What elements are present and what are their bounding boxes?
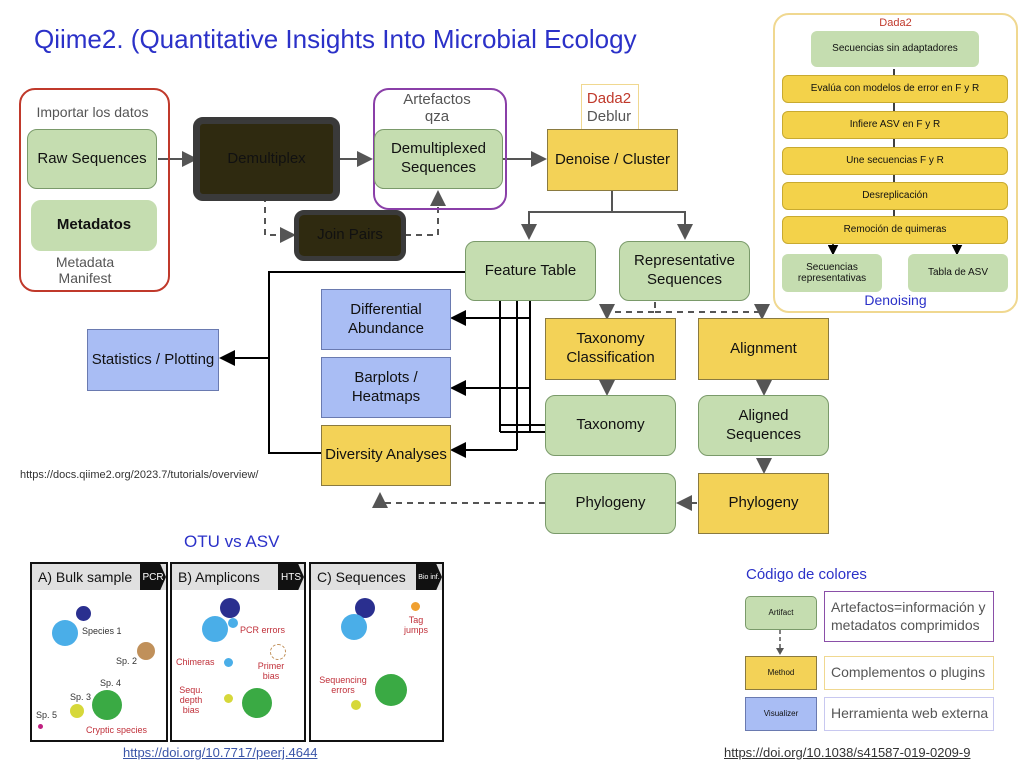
amplicon-dot [242, 688, 272, 718]
dada2-step-adaptadores: Secuencias sin adaptadores [811, 31, 979, 67]
legend-visualizer-key: Visualizer [745, 697, 817, 731]
barplots-heatmaps-node[interactable]: Barplots / Heatmaps [321, 357, 451, 418]
denoise-cluster-node[interactable]: Denoise / Cluster [547, 129, 678, 191]
bulk-sample-panel: A) Bulk sample PCR Species 1 Sp. 2 Sp. 3… [30, 562, 168, 742]
peerj-link[interactable]: https://doi.org/10.7717/peerj.4644 [123, 745, 318, 760]
statistics-plotting-node[interactable]: Statistics / Plotting [87, 329, 219, 391]
diversity-analyses-node[interactable]: Diversity Analyses [321, 425, 451, 486]
pcr-errors-label: PCR errors [240, 625, 286, 635]
sequence-dot [341, 614, 367, 640]
representative-sequences-node[interactable]: Representative Sequences [619, 241, 750, 301]
species-label: Sp. 2 [116, 656, 138, 666]
dada2-step-merge: Une secuencias F y R [782, 147, 1008, 175]
nature-biotech-link[interactable]: https://doi.org/10.1038/s41587-019-0209-… [724, 745, 971, 760]
pcr-tag: PCR [140, 564, 166, 590]
dada2-step-chimera-removal: Remoción de quimeras [782, 216, 1008, 244]
sequences-panel: C) Sequences Bio inf. Tag jumps Sequenci… [309, 562, 444, 742]
sequence-dot [351, 700, 361, 710]
species-dot [76, 606, 91, 621]
phylogeny-artifact-node[interactable]: Phylogeny [545, 473, 676, 534]
cryptic-species-label: Cryptic species [86, 725, 148, 735]
bioinf-tag: Bio inf. [416, 564, 442, 590]
aligned-sequences-node[interactable]: Aligned Sequences [698, 395, 829, 456]
differential-abundance-node[interactable]: Differential Abundance [321, 289, 451, 350]
metadata-manifest-label: Metadata Manifest [55, 254, 115, 287]
legend-title: Código de colores [746, 566, 867, 583]
taxonomy-node[interactable]: Taxonomy [545, 395, 676, 456]
source-url: https://docs.qiime2.org/2023.7/tutorials… [20, 469, 259, 481]
sequencing-errors-label: Sequencing errors [319, 675, 367, 695]
otu-asv-title: OTU vs ASV [184, 532, 280, 551]
legend-visualizer-desc: Herramienta web externa [824, 697, 994, 731]
dada2-step-infer-asv: Infiere ASV en F y R [782, 111, 1008, 139]
legend-artifact-desc: Artefactos=información y metadatos compr… [824, 591, 994, 642]
species-dot [52, 620, 78, 646]
import-label: Importar los datos [36, 104, 149, 120]
amplicon-dot [270, 644, 286, 660]
species-dot [137, 642, 155, 660]
species-dot [38, 724, 43, 729]
primer-bias-label: Primer bias [257, 661, 285, 681]
demultiplex-node[interactable]: Demultiplex [193, 117, 340, 201]
dada2-out-representative: Secuencias representativas [782, 254, 882, 292]
deblur-tag: Deblur [586, 108, 632, 125]
join-pairs-node[interactable]: Join Pairs [294, 210, 406, 261]
raw-sequences-node[interactable]: Raw Sequences [27, 129, 157, 189]
amplicon-dot [202, 616, 228, 642]
dada2-tag: Dada2 [586, 90, 632, 107]
amplicon-dot [228, 618, 238, 628]
amplicon-dot [224, 694, 233, 703]
dada2-out-asv-table: Tabla de ASV [908, 254, 1008, 292]
alignment-node[interactable]: Alignment [698, 318, 829, 380]
legend-method-desc: Complementos o plugins [824, 656, 994, 690]
dada2-panel-footer: Denoising [864, 292, 927, 308]
hts-tag: HTS [278, 564, 304, 590]
species-dot [92, 690, 122, 720]
page-title: Qiime2. (Quantitative Insights Into Micr… [34, 24, 637, 54]
species-label: Sp. 4 [100, 678, 122, 688]
dada2-step-error-model: Evalúa con modelos de error en F y R [782, 75, 1008, 103]
species-label: Species 1 [82, 626, 122, 636]
amplicon-dot [224, 658, 233, 667]
sequence-dot [375, 674, 407, 706]
species-label: Sp. 5 [36, 710, 58, 720]
dada2-panel [773, 13, 1018, 313]
import-group [19, 88, 170, 292]
amplicons-panel: B) Amplicons HTS PCR errors Chimeras Pri… [170, 562, 306, 742]
amplicon-dot [220, 598, 240, 618]
sequence-dot [411, 602, 420, 611]
metadatos-node[interactable]: Metadatos [31, 200, 157, 251]
dada2-step-dereplication: Desreplicación [782, 182, 1008, 210]
legend-connector [776, 630, 784, 655]
phylogeny-method-node[interactable]: Phylogeny [698, 473, 829, 534]
species-label: Sp. 3 [70, 692, 92, 702]
taxonomy-classification-node[interactable]: Taxonomy Classification [545, 318, 676, 380]
artefactos-qza-label: Artefactos qza [403, 91, 471, 126]
dada2-panel-title: Dada2 [879, 17, 912, 29]
species-dot [70, 704, 84, 718]
legend-method-key: Method [745, 656, 817, 690]
sequencing-depth-bias-label: Sequ. depth bias [179, 685, 203, 715]
demultiplexed-sequences-node[interactable]: Demultiplexed Sequences [374, 129, 503, 189]
chimeras-label: Chimeras [176, 657, 215, 667]
legend-artifact-key: Artifact [745, 596, 817, 630]
sequence-dot [355, 598, 375, 618]
tag-jumps-label: Tag jumps [403, 615, 428, 635]
feature-table-node[interactable]: Feature Table [465, 241, 596, 301]
